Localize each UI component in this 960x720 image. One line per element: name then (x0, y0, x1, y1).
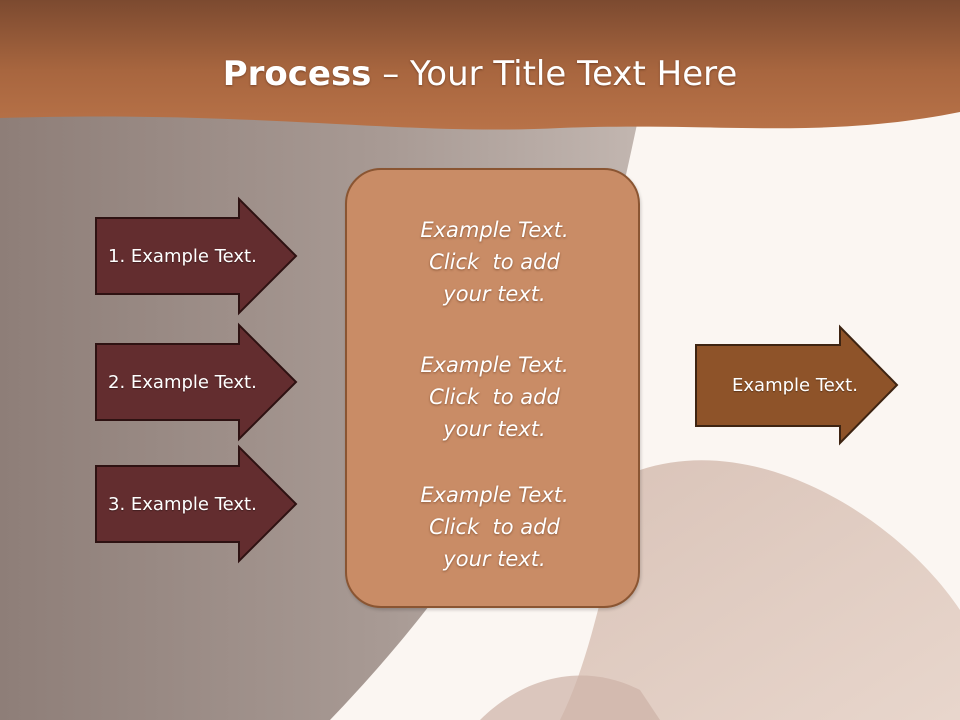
title-rest: – Your Title Text Here (371, 54, 738, 94)
arrow-shape (95, 196, 298, 316)
center-text-line: Click to add (429, 385, 560, 409)
left-arrow-3[interactable]: 3. Example Text. (95, 444, 298, 564)
center-text-line: your text. (443, 282, 546, 306)
left-arrow-label: 1. Example Text. (108, 245, 257, 267)
left-arrow-label: 2. Example Text. (108, 371, 257, 393)
left-arrow-2[interactable]: 2. Example Text. (95, 322, 298, 442)
arrow-shape (95, 322, 298, 442)
center-text-line: Click to add (429, 250, 560, 274)
arrow-shape (695, 324, 899, 446)
center-text-block-2: Example Text. Click to add your text. (347, 349, 642, 445)
center-text-line: your text. (443, 417, 546, 441)
center-text-line: Click to add (429, 515, 560, 539)
arrow-shape (95, 444, 298, 564)
title-bold: Process (222, 54, 372, 94)
center-text-line: your text. (443, 547, 546, 571)
center-text-block-1: Example Text. Click to add your text. (347, 214, 642, 310)
left-arrow-1[interactable]: 1. Example Text. (95, 196, 298, 316)
center-text-line: Example Text. (420, 483, 569, 507)
center-text-line: Example Text. (420, 353, 569, 377)
right-arrow[interactable]: Example Text. (695, 324, 899, 446)
slide-title[interactable]: Process – Your Title Text Here (0, 50, 960, 98)
left-arrow-label: 3. Example Text. (108, 493, 257, 515)
right-arrow-label: Example Text. (732, 375, 858, 396)
center-text-box[interactable]: Example Text. Click to add your text. Ex… (345, 168, 640, 608)
center-text-block-3: Example Text. Click to add your text. (347, 479, 642, 575)
center-text-line: Example Text. (420, 218, 569, 242)
